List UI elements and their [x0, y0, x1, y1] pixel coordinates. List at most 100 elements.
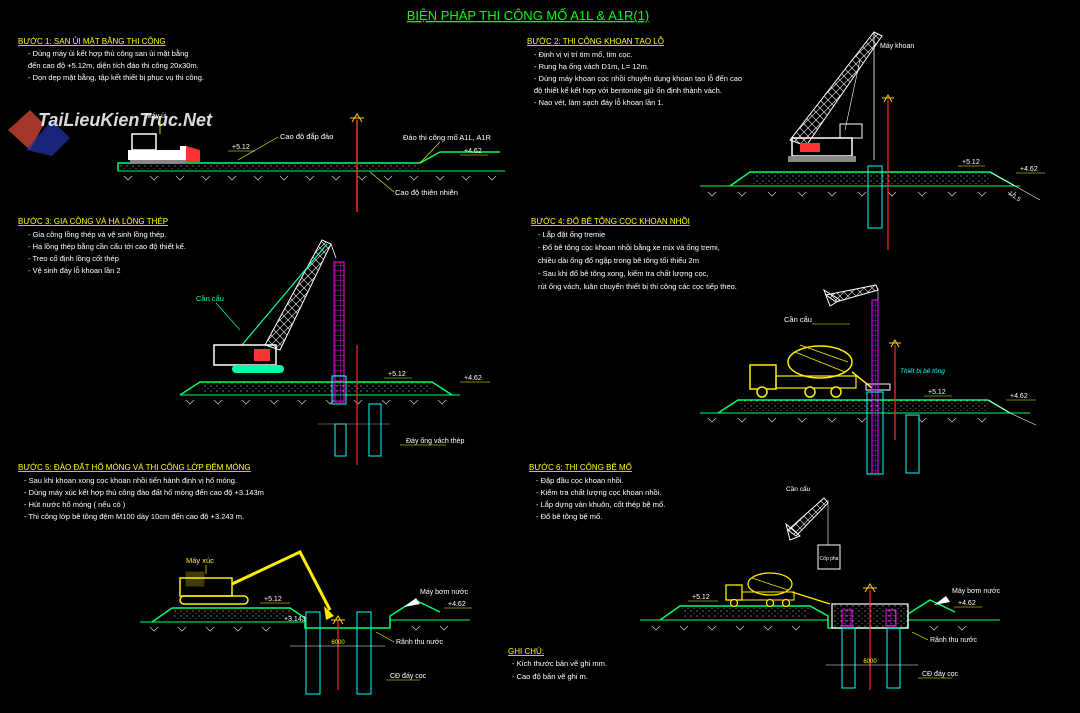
label-can-cau: Cần cẩu: [784, 315, 812, 324]
step-4-line: chiều dài ống đổ ngập trong bê tông tối …: [538, 256, 699, 265]
drawing-title: BIỆN PHÁP THI CÔNG MỐ A1L & A1R(1): [407, 8, 650, 23]
elevation-label: +5.12: [692, 594, 710, 601]
label-may-khoan: Máy khoan: [880, 43, 914, 50]
step-5-line: - Dùng máy xúc kết hợp thủ công đào đất …: [24, 488, 264, 497]
general-notes: GHI CHÚ: - Kích thước bản vẽ ghi mm. - C…: [508, 647, 607, 681]
step-3-notes: BƯỚC 3: GIA CÔNG VÀ HẠ LỒNG THÉP - Gia c…: [18, 216, 186, 275]
dimension-label: 6000: [331, 640, 345, 646]
bulldozer-label: Máy ủi: [146, 112, 167, 120]
pile: [305, 611, 321, 695]
concrete-mixer-truck-icon: [749, 344, 873, 398]
step-6-line: - Đập đầu cọc khoan nhồi.: [536, 476, 624, 485]
step-4-line: rút ống vách, luân chuyển thiết bị thi c…: [538, 282, 737, 291]
formwork-crane-icon: [785, 497, 841, 570]
elevation-label: +5.12: [962, 159, 980, 166]
step-4-line: - Sau khi đổ bê tông xong, kiểm tra chất…: [538, 269, 708, 278]
step-6-notes: BƯỚC 6: THI CÔNG BỆ MỐ - Đập đầu cọc kho…: [529, 462, 665, 521]
slope-label: 1:1.5: [1007, 191, 1022, 204]
step-4-line: - Đổ bê tông cọc khoan nhồi bằng xe mix …: [538, 243, 720, 252]
crawler-crane-icon: [213, 239, 337, 373]
step-1-drawing: Máy ủi Cao độ đắp đảo Đảo thi công mố A1…: [117, 112, 505, 212]
label-can-cau: Cần cẩu: [786, 484, 811, 493]
step-5-line: - Sau khi khoan xong cọc khoan nhồi tiến…: [24, 476, 237, 485]
step-3-heading: BƯỚC 3: GIA CÔNG VÀ HẠ LỒNG THÉP: [18, 216, 168, 226]
step-2-line: - Định vị vị trí tim mố, tim cọc.: [534, 50, 632, 59]
label-cao-do-dap-dao: Cao độ đắp đảo: [280, 132, 333, 141]
step-4-drawing: Cần cẩu Thiết bị bê tông +5.12 +4.62: [700, 284, 1037, 475]
label-tremie: Thiết bị bê tông: [900, 367, 945, 375]
concrete-mixer-truck-icon: [725, 572, 831, 608]
notes-line: - Kích thước bản vẽ ghi mm.: [512, 659, 607, 668]
pile: [841, 627, 856, 689]
label-day-ong-vach: Đáy ống vách thép: [406, 436, 464, 445]
step-4-notes: BƯỚC 4: ĐỔ BÊ TÔNG CỌC KHOAN NHỒI - Lắp …: [531, 216, 737, 291]
bulldozer-icon: [128, 133, 200, 164]
label-dao-thi-cong: Đảo thi công mố A1L, A1R: [403, 133, 492, 142]
excavator-icon: [179, 550, 334, 620]
label-cd-day-coc: CĐ đáy cọc: [390, 673, 427, 680]
label-coc-pha: Cốp pha: [820, 556, 839, 562]
step-3-line: - Vệ sinh đáy lỗ khoan lần 2: [28, 266, 121, 275]
drilling-crane-icon: [788, 31, 883, 162]
elevation-label: +4.62: [448, 601, 466, 608]
step-5-heading: BƯỚC 5: ĐÀO ĐẤT HỐ MÓNG VÀ THI CÔNG LỚP …: [18, 462, 251, 472]
step-3-line: - Gia công lồng thép và vệ sinh lồng thé…: [28, 230, 166, 239]
step-2-line: - Dùng máy khoan cọc nhồi chuyên dụng kh…: [534, 74, 742, 83]
step-1-notes: BƯỚC 1: SAN ỦI MẶT BẰNG THI CÔNG - Dùng …: [18, 37, 204, 82]
label-may-xuc: Máy xúc: [186, 556, 214, 565]
step-3-line: - Hạ lồng thép bằng cần cẩu tới cao độ t…: [28, 242, 186, 251]
small-crane-icon: [823, 284, 879, 384]
label-ranh-thu-nuoc: Rãnh thu nước: [930, 637, 978, 644]
step-5-line: - Hút nước hố móng ( nếu có ): [24, 500, 126, 509]
pile-casing: [867, 165, 883, 229]
watermark-text: TaiLieuKienTruc.Net: [38, 110, 213, 130]
elevation-label: +4.62: [464, 375, 482, 382]
step-5-notes: BƯỚC 5: ĐÀO ĐẤT HỐ MÓNG VÀ THI CÔNG LỚP …: [18, 462, 264, 521]
elevation-label: +3.143: [284, 616, 306, 623]
elevation-label: +4.62: [1010, 393, 1028, 400]
step-2-line: độ thiết kế kết hợp với bentonite giữ ổn…: [534, 86, 722, 95]
step-6-line: - Đổ bê tông bệ mố.: [536, 512, 602, 521]
elevation-label: +4.62: [464, 148, 482, 155]
step-4-line: - Lắp đặt ống tremie: [538, 230, 605, 239]
label-may-bom: Máy bơm nước: [952, 588, 1001, 595]
notes-heading: GHI CHÚ:: [508, 647, 544, 656]
pile: [356, 611, 372, 695]
step-1-line: - Dọn dẹp mặt bằng, tập kết thiết bị phụ…: [28, 73, 204, 82]
step-6-line: - Kiểm tra chất lượng cọc khoan nhồi.: [536, 488, 661, 497]
elevation-label: +5.12: [928, 389, 946, 396]
step-3-drawing: Cần cẩu +5.12 +4.62 Đáy ống vách thép: [179, 239, 490, 465]
step-2-heading: BƯỚC 2: THI CÔNG KHOAN TẠO LỖ: [527, 37, 664, 46]
tremie-pipe: [871, 299, 879, 475]
step-6-drawing: Cần cẩu Cốp pha 6000 +5.12 +4.62 Máy bơm…: [640, 484, 1001, 690]
steel-cage: [333, 261, 345, 403]
label-can-cau: Cần cẩu: [196, 294, 224, 303]
pile: [886, 627, 901, 689]
elevation-label: +5.12: [264, 596, 282, 603]
step-2-line: - Nạo vét, làm sạch đáy lỗ khoan lần 1.: [534, 98, 664, 107]
elevation-label: +4.62: [1020, 166, 1038, 173]
dimension-label: 6000: [863, 659, 877, 665]
step-6-line: - Lắp dựng ván khuôn, cốt thép bệ mố.: [536, 500, 665, 509]
elevation-label: +5.12: [388, 371, 406, 378]
notes-line: - Cao độ bản vẽ ghi m.: [512, 672, 588, 681]
step-3-line: - Treo cố định lồng cốt thép: [28, 254, 119, 263]
label-ranh-thu-nuoc: Rãnh thu nước: [396, 639, 444, 646]
step-1-line: đến cao độ +5.12m, diện tích đảo thi côn…: [28, 61, 199, 70]
step-4-heading: BƯỚC 4: ĐỔ BÊ TÔNG CỌC KHOAN NHỒI: [531, 216, 690, 226]
step-5-line: - Thi công lớp bê tông đệm M100 dày 10cm…: [24, 512, 244, 521]
label-may-bom: Máy bơm nước: [420, 589, 469, 596]
step-6-heading: BƯỚC 6: THI CÔNG BỆ MỐ: [529, 462, 632, 472]
elevation-label: +4.62: [958, 600, 976, 607]
step-2-line: - Rung hạ ống vách D1m, L= 12m.: [534, 62, 649, 71]
label-cd-day-coc: CĐ đáy cọc: [922, 671, 959, 678]
step-2-notes: BƯỚC 2: THI CÔNG KHOAN TẠO LỖ - Định vị …: [527, 37, 742, 107]
step-1-line: - Dùng máy ủi kết hợp thủ công san ủi mặ…: [28, 49, 188, 58]
step-2-drawing: Máy khoan +5.12 +4.62 1:1.5: [700, 31, 1045, 250]
watermark-logo: TaiLieuKienTruc.Net: [8, 110, 213, 156]
label-cao-do-thien-nhien: Cao độ thiên nhiên: [395, 188, 458, 197]
step-5-drawing: Máy xúc 6000 +3.143 +5.12 +4.62 Máy bơm …: [140, 550, 472, 695]
elevation-label: +5.12: [232, 144, 250, 151]
step-1-heading: BƯỚC 1: SAN ỦI MẶT BẰNG THI CÔNG: [18, 37, 166, 46]
